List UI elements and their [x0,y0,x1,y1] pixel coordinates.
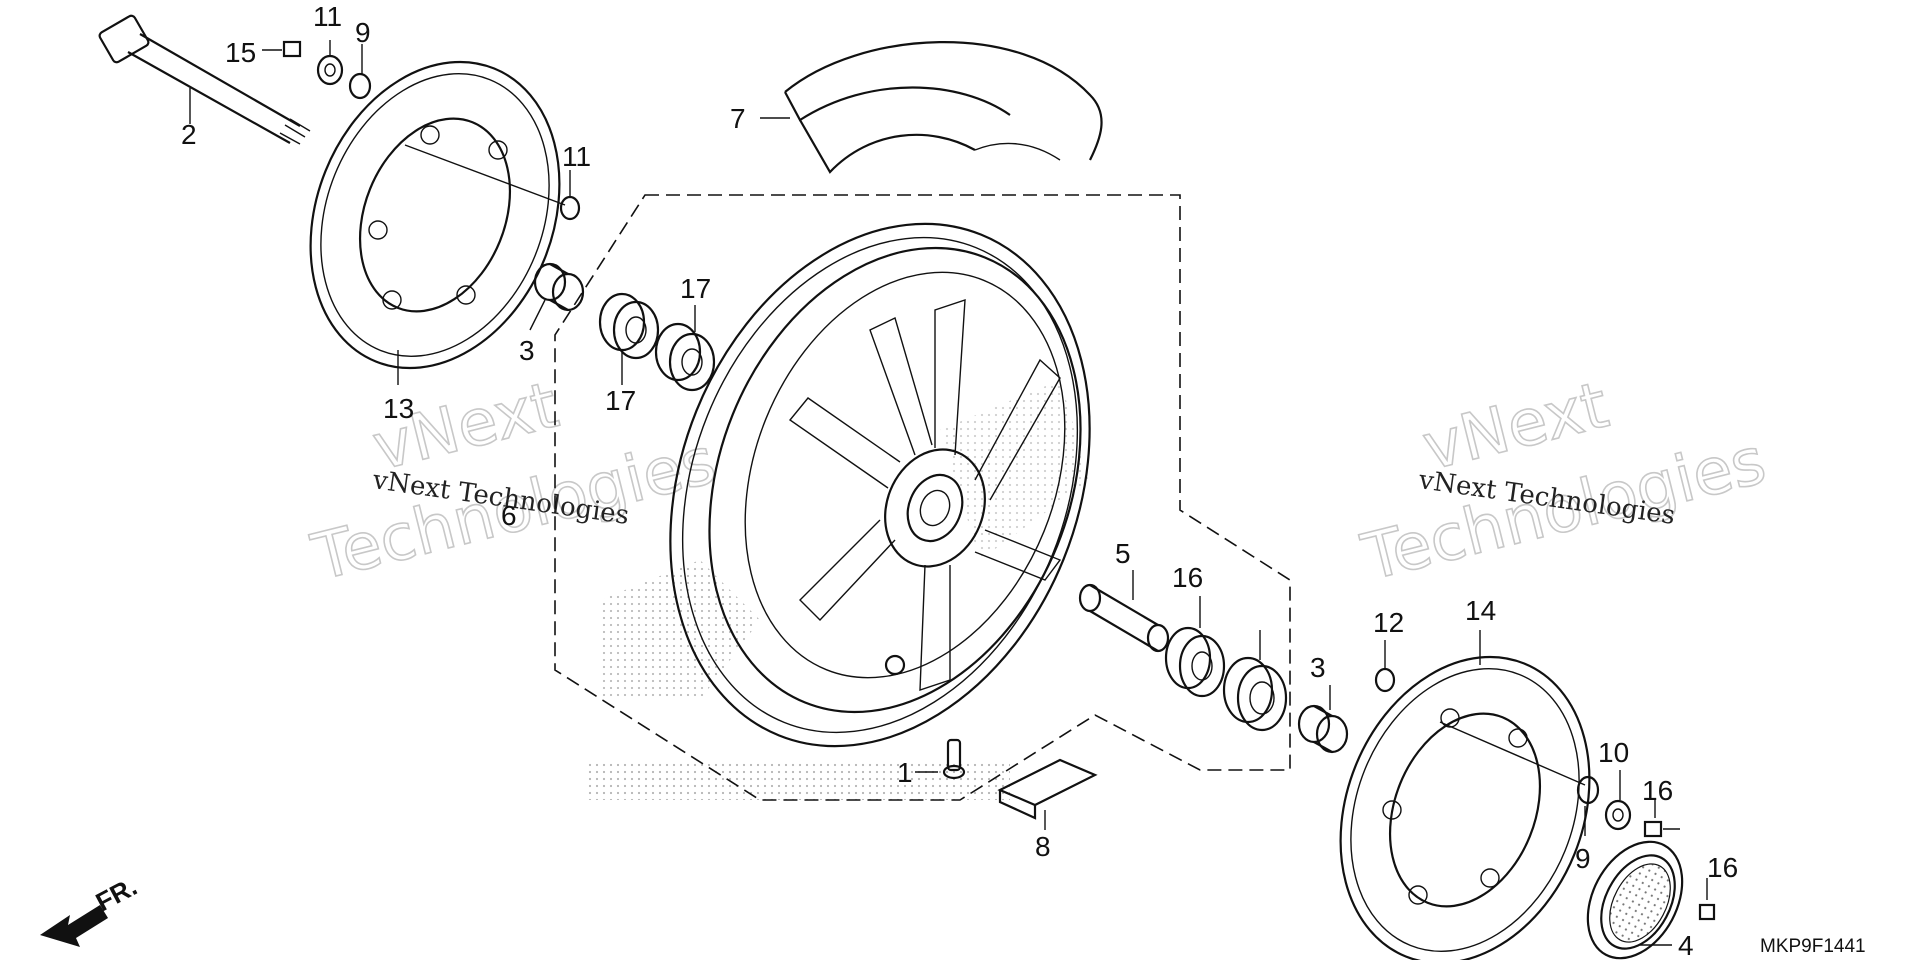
bolt-part-15 [1698,878,1716,921]
callout-label: 12 [1373,607,1404,638]
callout-label: 11 [562,141,591,172]
washer-part-11-right [1374,640,1396,693]
pulser-ring-part [1586,840,1684,960]
callout-label: 17 [680,273,711,304]
callout-label: 7 [730,103,746,134]
washer-part-10-right [1604,770,1632,831]
bearing-part-17-left [598,292,660,385]
brake-disc-right [1339,630,1591,965]
callout-label: 9 [355,17,371,48]
wheel-part [669,222,1091,748]
callout-label: 16 [1642,775,1673,806]
callout-label: 16 [1172,562,1203,593]
bearing-part-16-right [1164,596,1226,698]
callout-label: 3 [519,335,535,366]
brake-disc-left [309,60,566,385]
callout-label: 17 [605,385,636,416]
callout-label: 10 [1598,737,1629,768]
bolt-part-top [262,40,372,100]
callout-label: 4 [1678,930,1694,960]
callout-label: 3 [1310,652,1326,683]
callout-label: 11 [313,1,342,32]
bearing-part-17-right [1222,630,1288,732]
callout-labels: 2 15 11 9 11 13 3 17 17 7 6 5 16 3 12 14… [181,1,1738,961]
bearing-part-16-left [654,305,716,392]
ring-part-9-right [1576,775,1600,836]
shadow-stipple [585,380,1090,800]
front-direction-arrow: FR. [40,871,142,947]
callout-label: 13 [383,393,414,424]
collar-part-right [1297,685,1349,754]
callout-label: 16 [1707,852,1738,883]
tire-part [760,41,1103,174]
callout-label: 2 [181,119,197,150]
spacer-part [1078,570,1170,653]
callout-label: 14 [1465,595,1496,626]
axle-part [98,14,311,145]
bolt-part-14-right [1643,800,1680,838]
assembly-outline [554,194,1291,801]
balance-weight-part [997,758,1098,830]
valve-part [915,738,966,780]
washer-part-11-left [559,170,581,221]
callout-label: 15 [225,37,256,68]
collar-part-left [529,262,585,331]
callout-label: 8 [1035,831,1051,862]
callout-label: 6 [501,500,517,531]
drawing-code: MKP9F1441 [1760,936,1866,957]
watermark-left: vNext Technologies vNext Technologies [304,368,723,597]
watermark-right: vNext Technologies vNext Technologies [1354,368,1773,597]
callout-label: 1 [897,757,913,788]
callout-label: 5 [1115,538,1131,569]
callout-label: 9 [1575,843,1591,874]
